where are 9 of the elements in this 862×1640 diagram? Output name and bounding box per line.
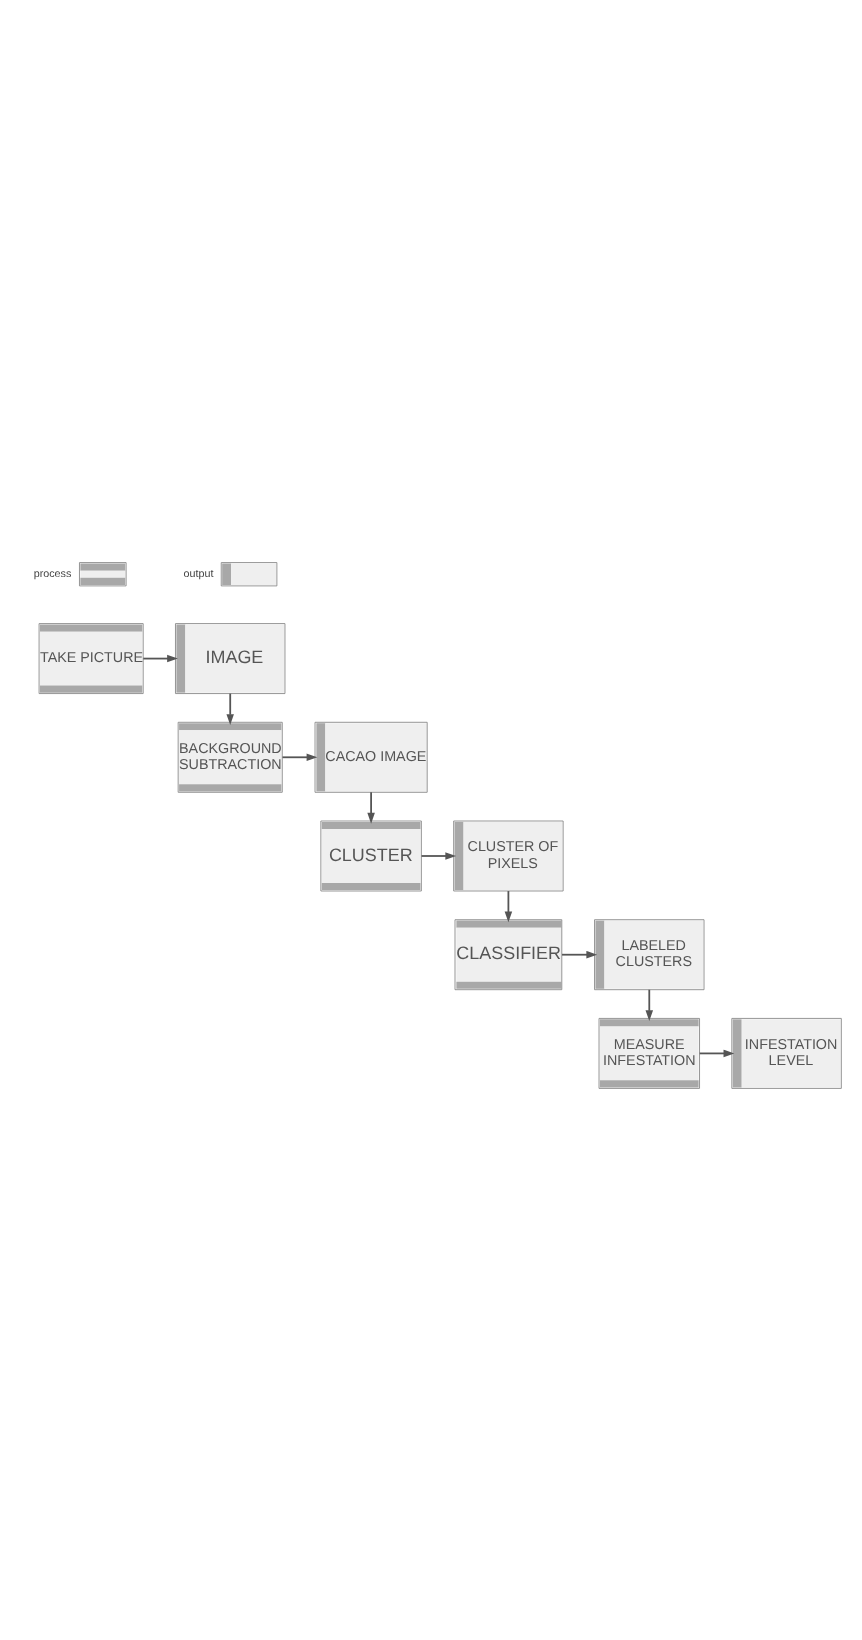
arrow (226, 691, 234, 724)
arrow (504, 889, 513, 922)
arrow (561, 949, 598, 958)
arrow (367, 790, 375, 823)
arrow (698, 1048, 735, 1057)
arrow (420, 851, 457, 859)
arrow (281, 752, 318, 761)
arrow (142, 653, 178, 662)
arrow (645, 987, 654, 1021)
